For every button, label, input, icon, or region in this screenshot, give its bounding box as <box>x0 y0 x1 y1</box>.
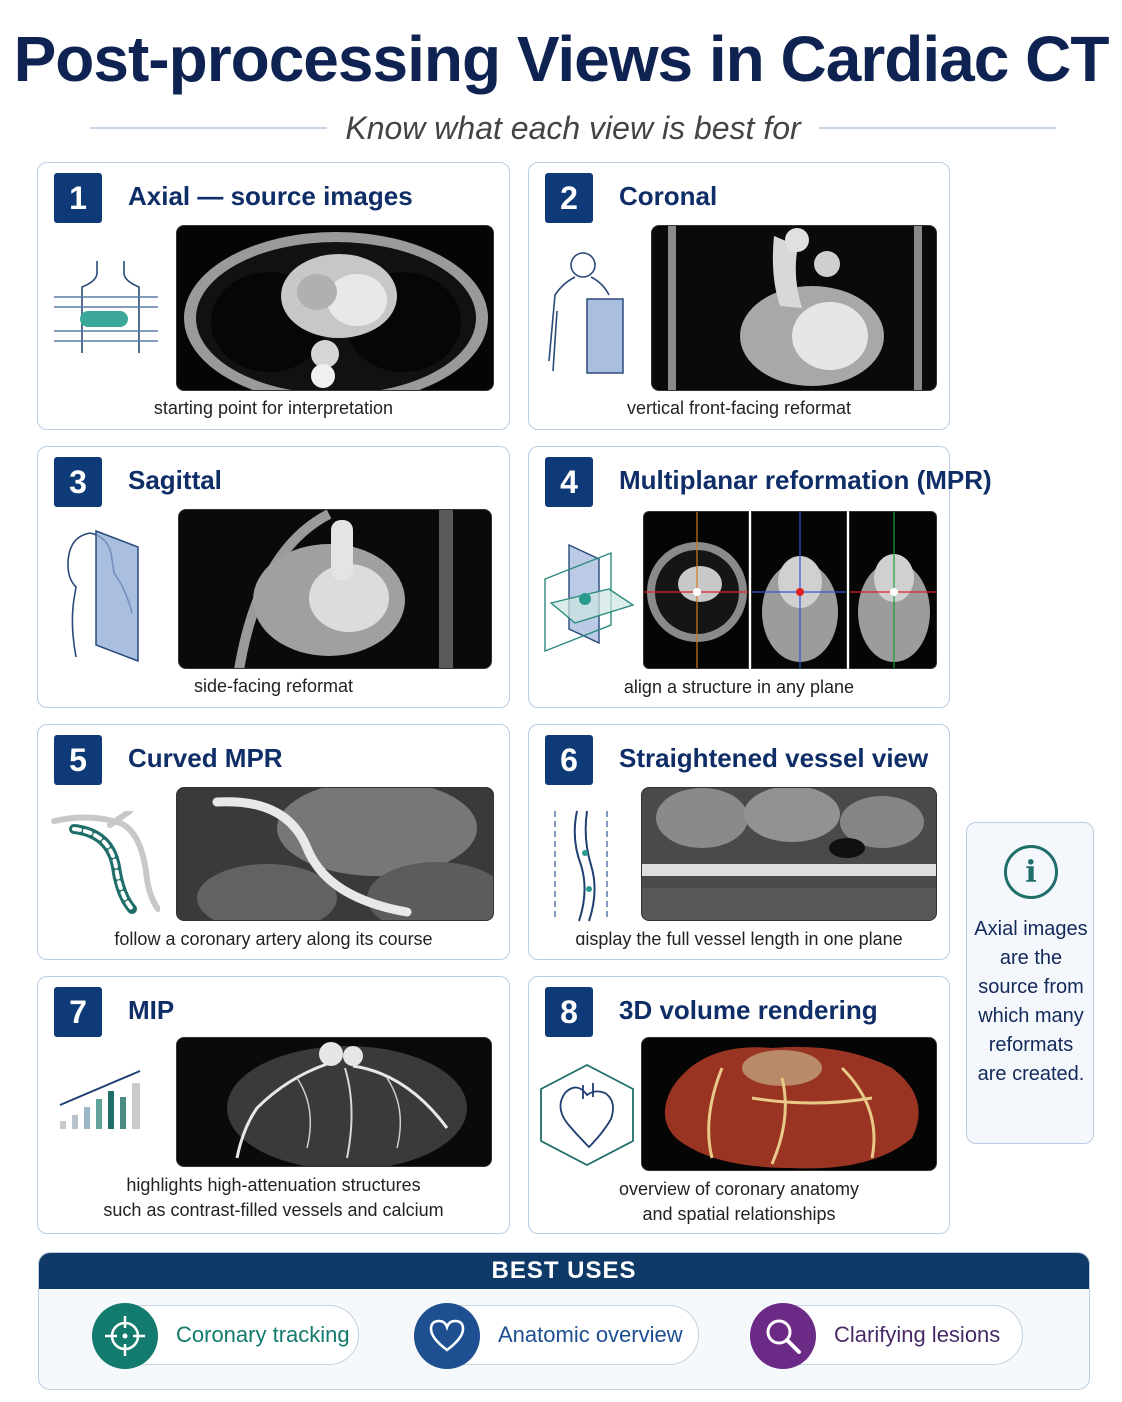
mpr-coronal-pane <box>751 511 847 669</box>
view-number: 4 <box>545 457 593 507</box>
view-caption-line2: such as contrast-filled vessels and calc… <box>103 1200 444 1220</box>
best-uses-heading: BEST USES <box>39 1253 1089 1289</box>
divider-right <box>818 127 1057 129</box>
best-uses-panel: BEST USES Coronary tracking Anatomic ove… <box>38 1252 1090 1390</box>
view-number: 1 <box>54 173 102 223</box>
view-card-sagittal: 3 Sagittal side-facing reformat <box>37 446 510 708</box>
view-number: 2 <box>545 173 593 223</box>
page-subtitle: Know what each view is best for <box>345 109 801 146</box>
sagittal-ct-image <box>178 509 492 669</box>
view-title: Coronal <box>619 181 718 211</box>
view-card-straightened-vessel: 6 Straightened vessel view ɑisplay the f… <box>528 724 950 960</box>
view-caption: vertical front-facing reformat <box>626 398 852 418</box>
mpr-sagittal-pane <box>849 511 937 669</box>
view-title: 3D volume rendering <box>619 995 878 1025</box>
coronal-plane-icon <box>543 251 633 381</box>
best-use-label: Clarifying lesions <box>834 1322 1001 1347</box>
view-card-mpr: 4 Multiplanar reformation (MPR) <box>528 446 992 708</box>
curved-vessel-icon <box>50 811 160 915</box>
view-caption: side-facing reformat <box>193 676 354 696</box>
heart-cube-icon <box>537 1063 637 1167</box>
view-card-3d-volume: 8 3D volume rendering overview of corona… <box>528 976 950 1234</box>
straightened-vessel-icon <box>549 809 619 923</box>
view-caption: follow a coronary artery along its cours… <box>114 929 433 949</box>
volume-rendering-image <box>641 1037 937 1171</box>
view-title: Axial — source images <box>128 181 413 211</box>
view-title: Multiplanar reformation (MPR) <box>619 465 992 495</box>
best-use-coronary-tracking: Coronary tracking <box>92 1303 359 1369</box>
mpr-planes-icon <box>541 539 641 655</box>
view-title: Straightened vessel view <box>619 743 929 773</box>
best-use-label: Coronary tracking <box>176 1322 350 1347</box>
curved-mpr-ct-image <box>176 787 494 921</box>
info-icon: i <box>1004 845 1058 899</box>
view-card-coronal: 2 Coronal vertical front-facing reformat <box>528 162 950 430</box>
coronal-ct-image <box>651 225 937 391</box>
info-sidebar: i Axial images are the source from which… <box>966 822 1094 1144</box>
page-title: Post-processing Views in Cardiac CT <box>13 23 1110 95</box>
view-caption-line1: highlights high-attenuation structures <box>126 1175 421 1195</box>
view-caption-line2: and spatial relationships <box>642 1204 836 1224</box>
view-title: Curved MPR <box>128 743 283 773</box>
view-card-mip: 7 MIP highlights high-attenuation struct… <box>37 976 510 1234</box>
view-caption: align a structure in any plane <box>623 677 855 697</box>
straightened-vessel-ct-image <box>641 787 937 921</box>
view-title: Sagittal <box>128 465 222 495</box>
view-number: 7 <box>54 987 102 1037</box>
view-number: 8 <box>545 987 593 1037</box>
best-use-anatomic-overview: Anatomic overview <box>414 1303 699 1369</box>
view-card-axial: 1 Axial — source images starting point f… <box>37 162 510 430</box>
view-caption: starting point for interpretation <box>153 398 394 418</box>
mip-ct-image <box>176 1037 492 1167</box>
heart-icon <box>414 1303 480 1369</box>
best-use-label: Anatomic overview <box>498 1322 683 1347</box>
best-use-clarifying-lesions: Clarifying lesions <box>750 1303 1023 1369</box>
view-caption-line1: overview of coronary anatomy <box>618 1179 860 1199</box>
magnifier-icon <box>750 1303 816 1369</box>
divider-left <box>90 127 328 129</box>
crosshair-icon <box>92 1303 158 1369</box>
axial-slice-icon <box>52 259 162 359</box>
info-note: Axial images are the source from which m… <box>974 918 1088 1085</box>
view-number: 3 <box>54 457 102 507</box>
view-caption: ɑisplay the full vessel length in one pl… <box>575 929 903 949</box>
view-card-curved-mpr: 5 Curved MPR follow a coronary artery al… <box>37 724 510 960</box>
view-number: 6 <box>545 735 593 785</box>
sagittal-plane-icon <box>60 529 150 665</box>
bar-chart-icon <box>58 1067 154 1131</box>
subtitle-row: Know what each view is best for <box>90 106 1057 150</box>
axial-ct-image <box>176 225 494 391</box>
view-number: 5 <box>54 735 102 785</box>
view-title: MIP <box>128 995 175 1025</box>
mpr-axial-pane <box>643 511 749 669</box>
